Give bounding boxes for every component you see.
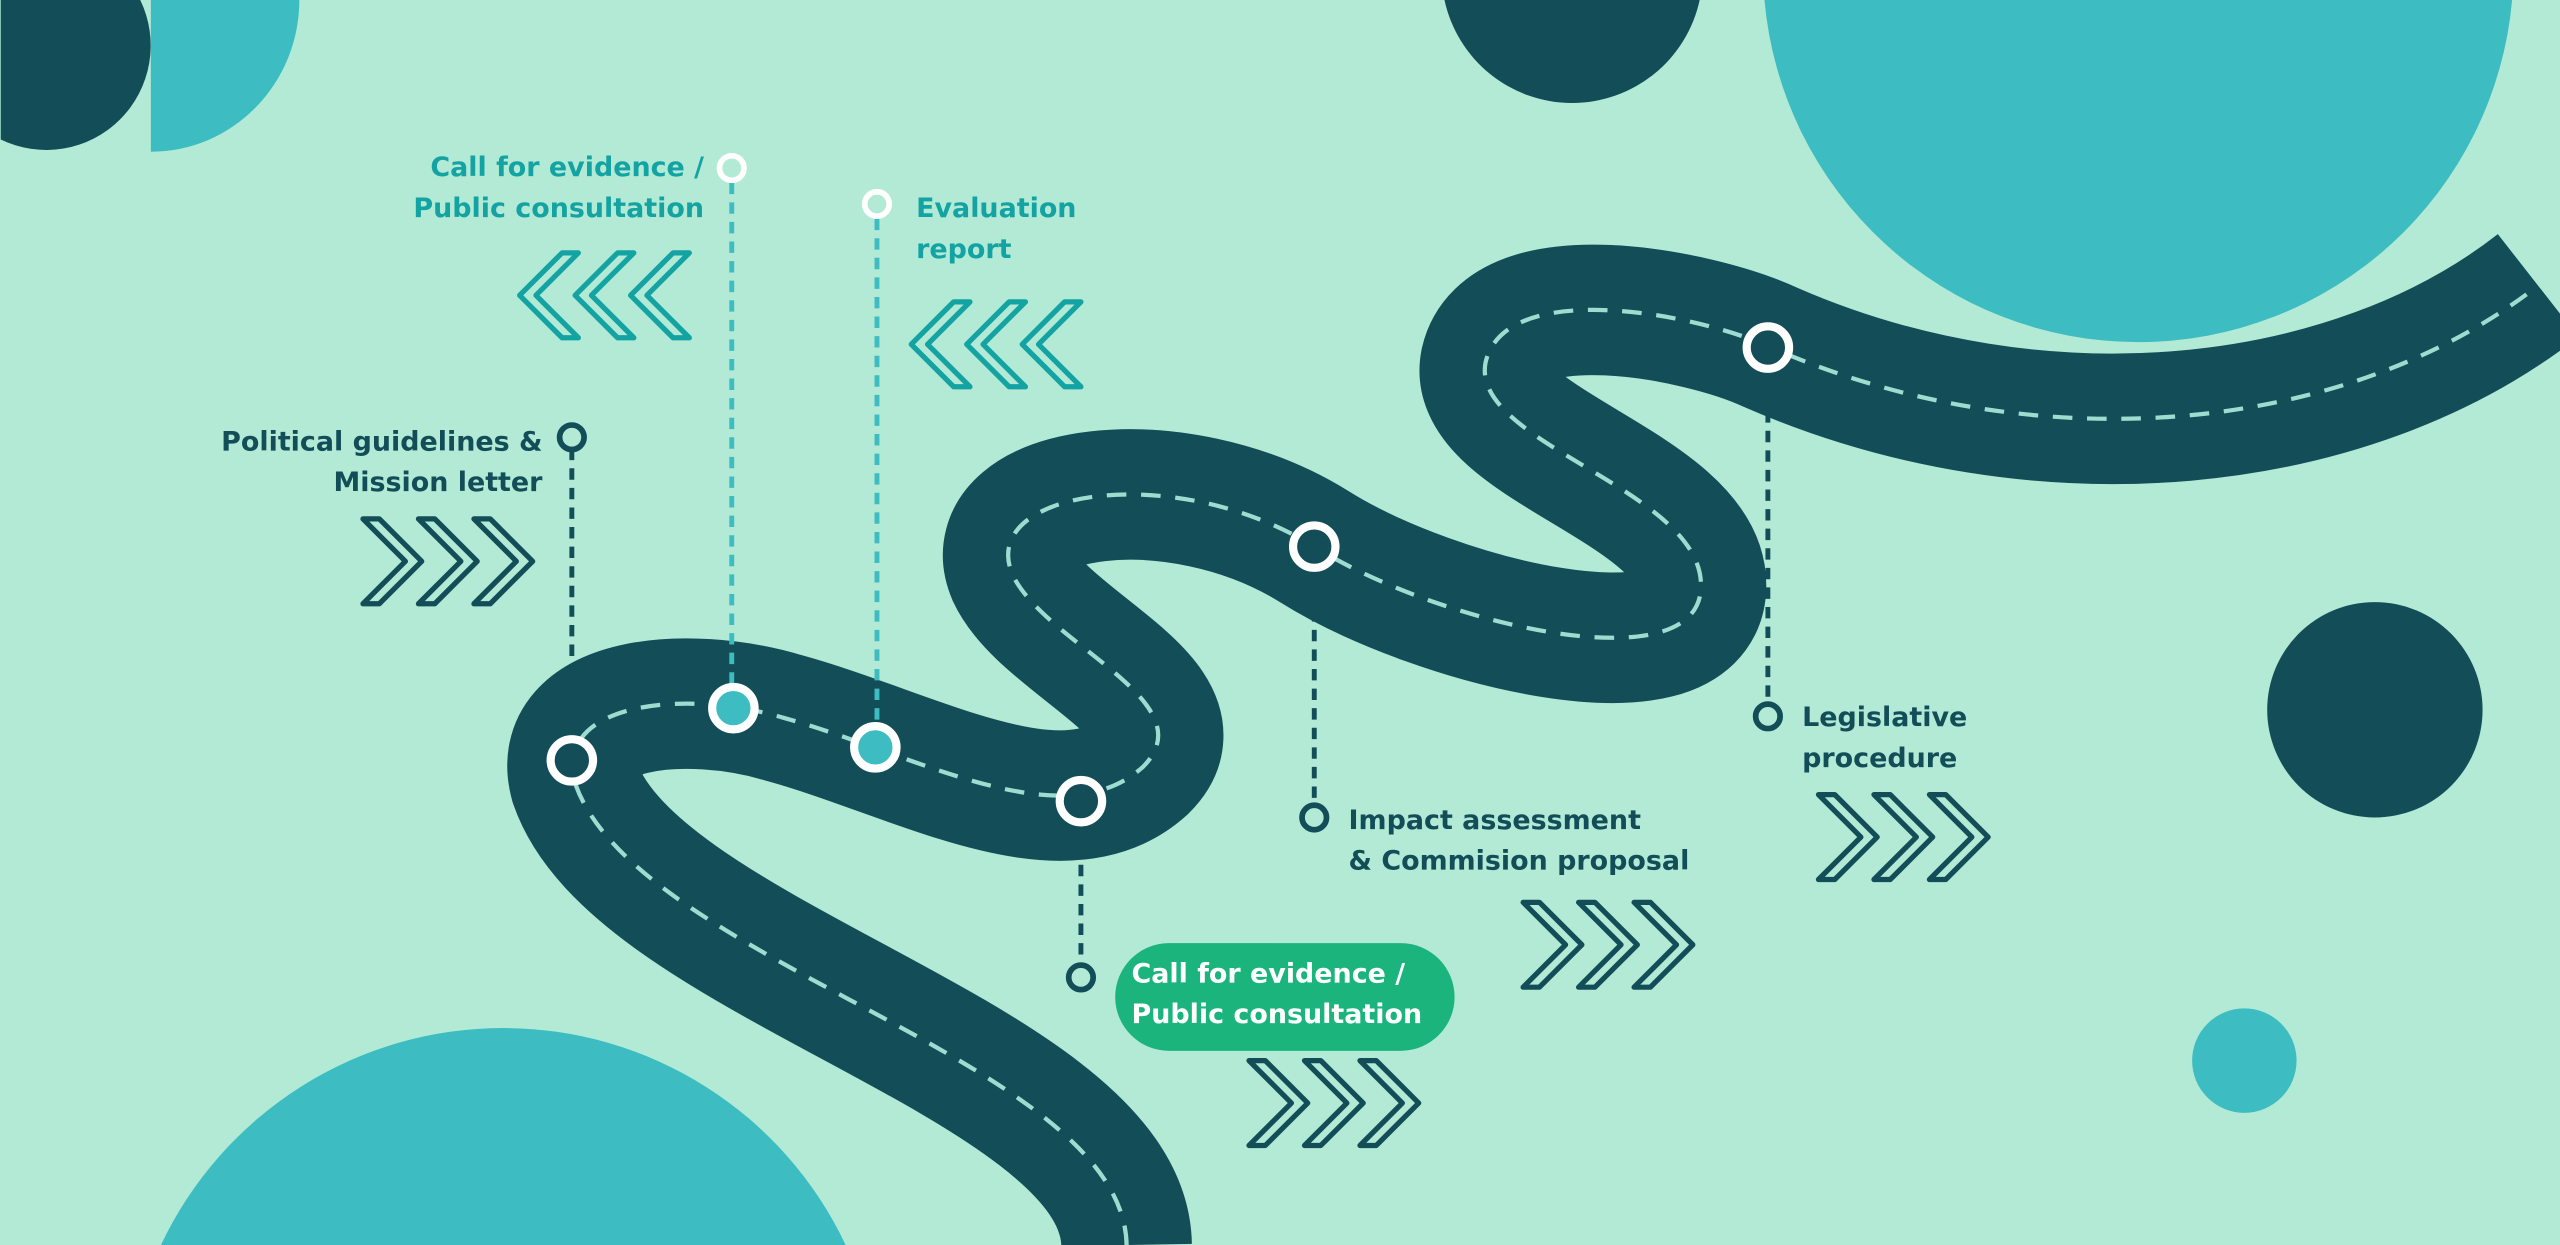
milestone-political[interactable]: Political guidelines & Mission letter [221,426,543,498]
label: Call for evidence / [430,152,704,183]
label: Impact assessment [1349,805,1642,836]
road-marker[interactable] [850,722,901,773]
label: Legislative [1802,702,1967,733]
label: Mission letter [333,467,543,498]
road-marker[interactable] [546,735,598,786]
label: & Commision proposal [1349,846,1690,877]
milestone-legislative[interactable]: Legislative procedure [1802,702,1967,774]
milestone-impact[interactable]: Impact assessment & Commision proposal [1349,805,1690,877]
label: Public consultation [1132,999,1423,1030]
endpoint-icon [716,152,747,184]
endpoint-icon [556,422,587,453]
label: procedure [1802,743,1957,774]
road-marker[interactable] [1742,322,1794,373]
decor-quarter [150,0,300,152]
chevrons-right-icon [1249,1061,1419,1146]
milestone-evaluation[interactable]: Evaluation report [916,193,1076,265]
decor-circle [0,0,151,150]
endpoint-icon [1299,802,1330,833]
decor-circle [2192,1008,2297,1113]
chevrons-right-icon [1818,795,1988,880]
decor-circle [1444,0,1700,104]
label: Public consultation [413,193,704,224]
label: Evaluation [916,193,1076,224]
road-marker[interactable] [708,682,759,734]
label: report [916,234,1012,265]
milestone-call-evidence-bottom[interactable]: Call for evidence / Public consultation [1115,943,1455,1051]
decor-circle [160,1028,846,1245]
label: Call for evidence / [1132,958,1406,989]
road-marker[interactable] [1055,775,1107,827]
road-marker[interactable] [1288,521,1340,572]
chevrons-right-icon [1523,902,1693,987]
highlight-pill [1115,943,1455,1051]
chevrons-left-icon [911,302,1081,387]
endpoint-icon [861,188,893,220]
chevrons-right-icon [363,519,533,604]
endpoint-icon [1752,701,1783,732]
milestone-call-evidence-top[interactable]: Call for evidence / Public consultation [413,152,704,224]
decor-circle [2267,602,2483,818]
endpoint-icon [1065,962,1097,993]
label: Political guidelines & [221,426,542,457]
chevrons-left-icon [520,253,690,338]
decor-circle [1764,0,2513,343]
